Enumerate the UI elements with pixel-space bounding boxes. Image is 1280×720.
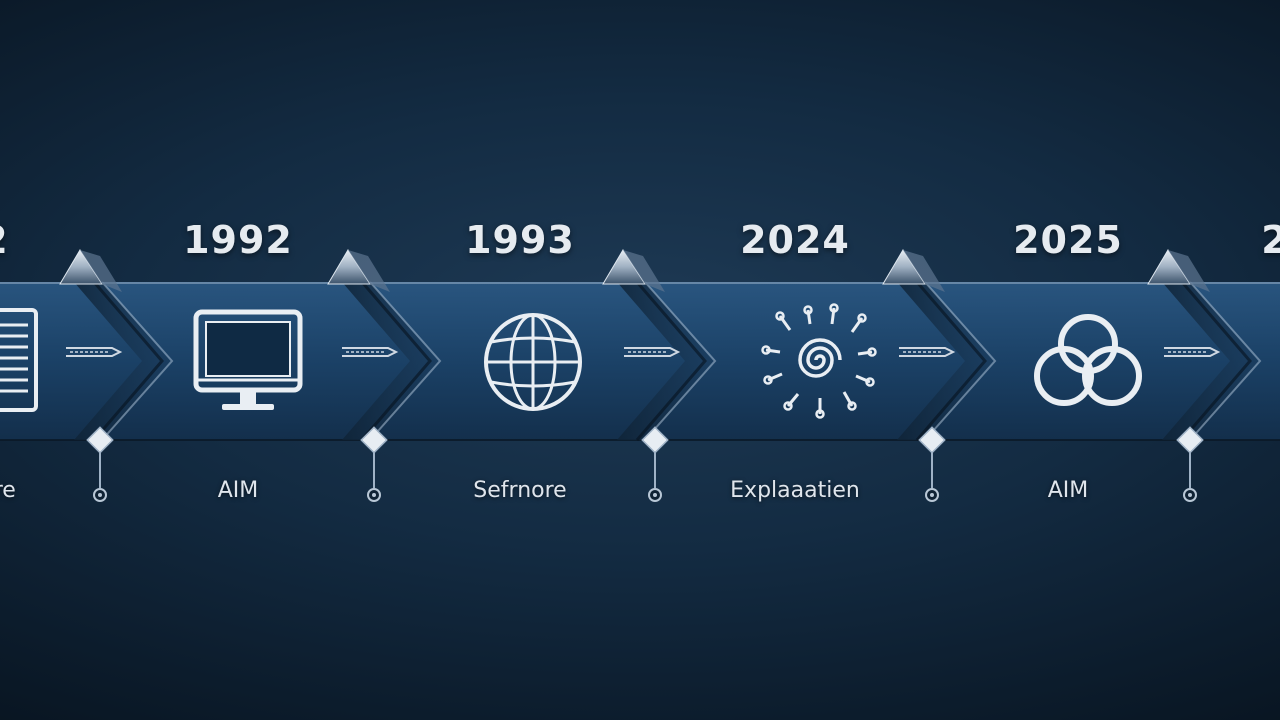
small-arrow-icon bbox=[66, 347, 123, 357]
interlocking-rings-icon bbox=[1034, 314, 1142, 406]
small-arrow-icon bbox=[1164, 347, 1221, 357]
small-arrow-icon bbox=[342, 347, 399, 357]
timeline-node bbox=[641, 426, 669, 502]
timeline-node bbox=[86, 426, 114, 502]
timeline-node bbox=[918, 426, 946, 502]
globe-icon bbox=[484, 313, 582, 411]
document-list-icon bbox=[0, 308, 38, 412]
timeline-year: 2 bbox=[1261, 218, 1280, 262]
timeline-label: AIM bbox=[1047, 478, 1089, 503]
timeline-chevron bbox=[882, 249, 997, 441]
timeline-node bbox=[360, 426, 388, 502]
timeline-chevron bbox=[327, 249, 442, 441]
timeline-year: 2025 bbox=[1013, 218, 1123, 262]
timeline-node bbox=[1176, 426, 1204, 502]
timeline-year: 2024 bbox=[740, 218, 850, 262]
timeline-chevron bbox=[602, 249, 717, 441]
timeline-chevron bbox=[1147, 249, 1262, 441]
timeline-label: Explaaatien bbox=[730, 478, 860, 503]
timeline-label: AIM bbox=[217, 478, 259, 503]
timeline-label: Sefrnore bbox=[473, 478, 567, 503]
timeline-year: 1992 bbox=[183, 218, 293, 262]
timeline-chevron bbox=[59, 249, 174, 441]
timeline-year: 1993 bbox=[465, 218, 575, 262]
timeline-label: iare bbox=[0, 478, 16, 503]
monitor-icon bbox=[193, 309, 303, 410]
ai-brain-circuit-icon bbox=[761, 303, 877, 419]
timeline-year: 2 bbox=[0, 218, 95, 262]
small-arrow-icon bbox=[899, 347, 956, 357]
small-arrow-icon bbox=[624, 347, 681, 357]
